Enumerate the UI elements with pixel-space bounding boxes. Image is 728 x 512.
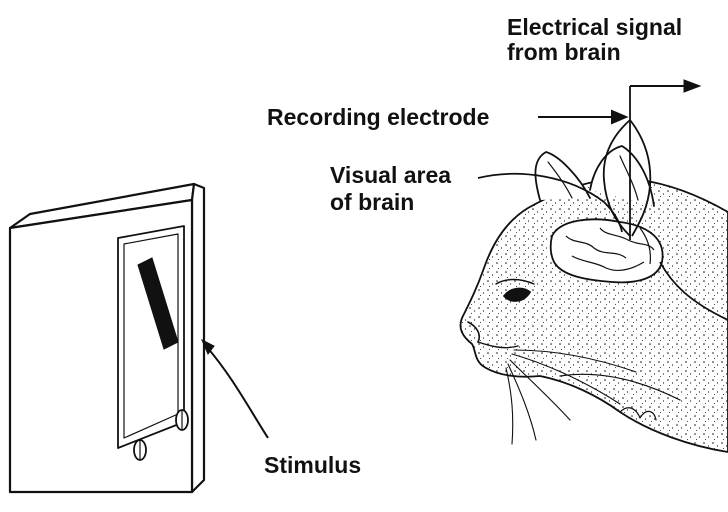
cat-head (459, 145, 728, 453)
visual-area-label-line1: Visual area (330, 162, 452, 188)
electrical-signal-label-line1: Electrical signal (507, 14, 683, 40)
brain-visual-area (549, 218, 664, 284)
recording-electrode-label: Recording electrode (267, 104, 490, 130)
stimulus-bar (137, 257, 179, 350)
electrical-signal-label-line2: from brain (507, 39, 621, 65)
stimulus-arrow (201, 338, 269, 439)
electrode-pointer (538, 109, 629, 125)
visual-area-pointer (477, 172, 623, 233)
visual-area-label-line2: of brain (330, 189, 415, 215)
stimulus-label: Stimulus (264, 452, 362, 478)
